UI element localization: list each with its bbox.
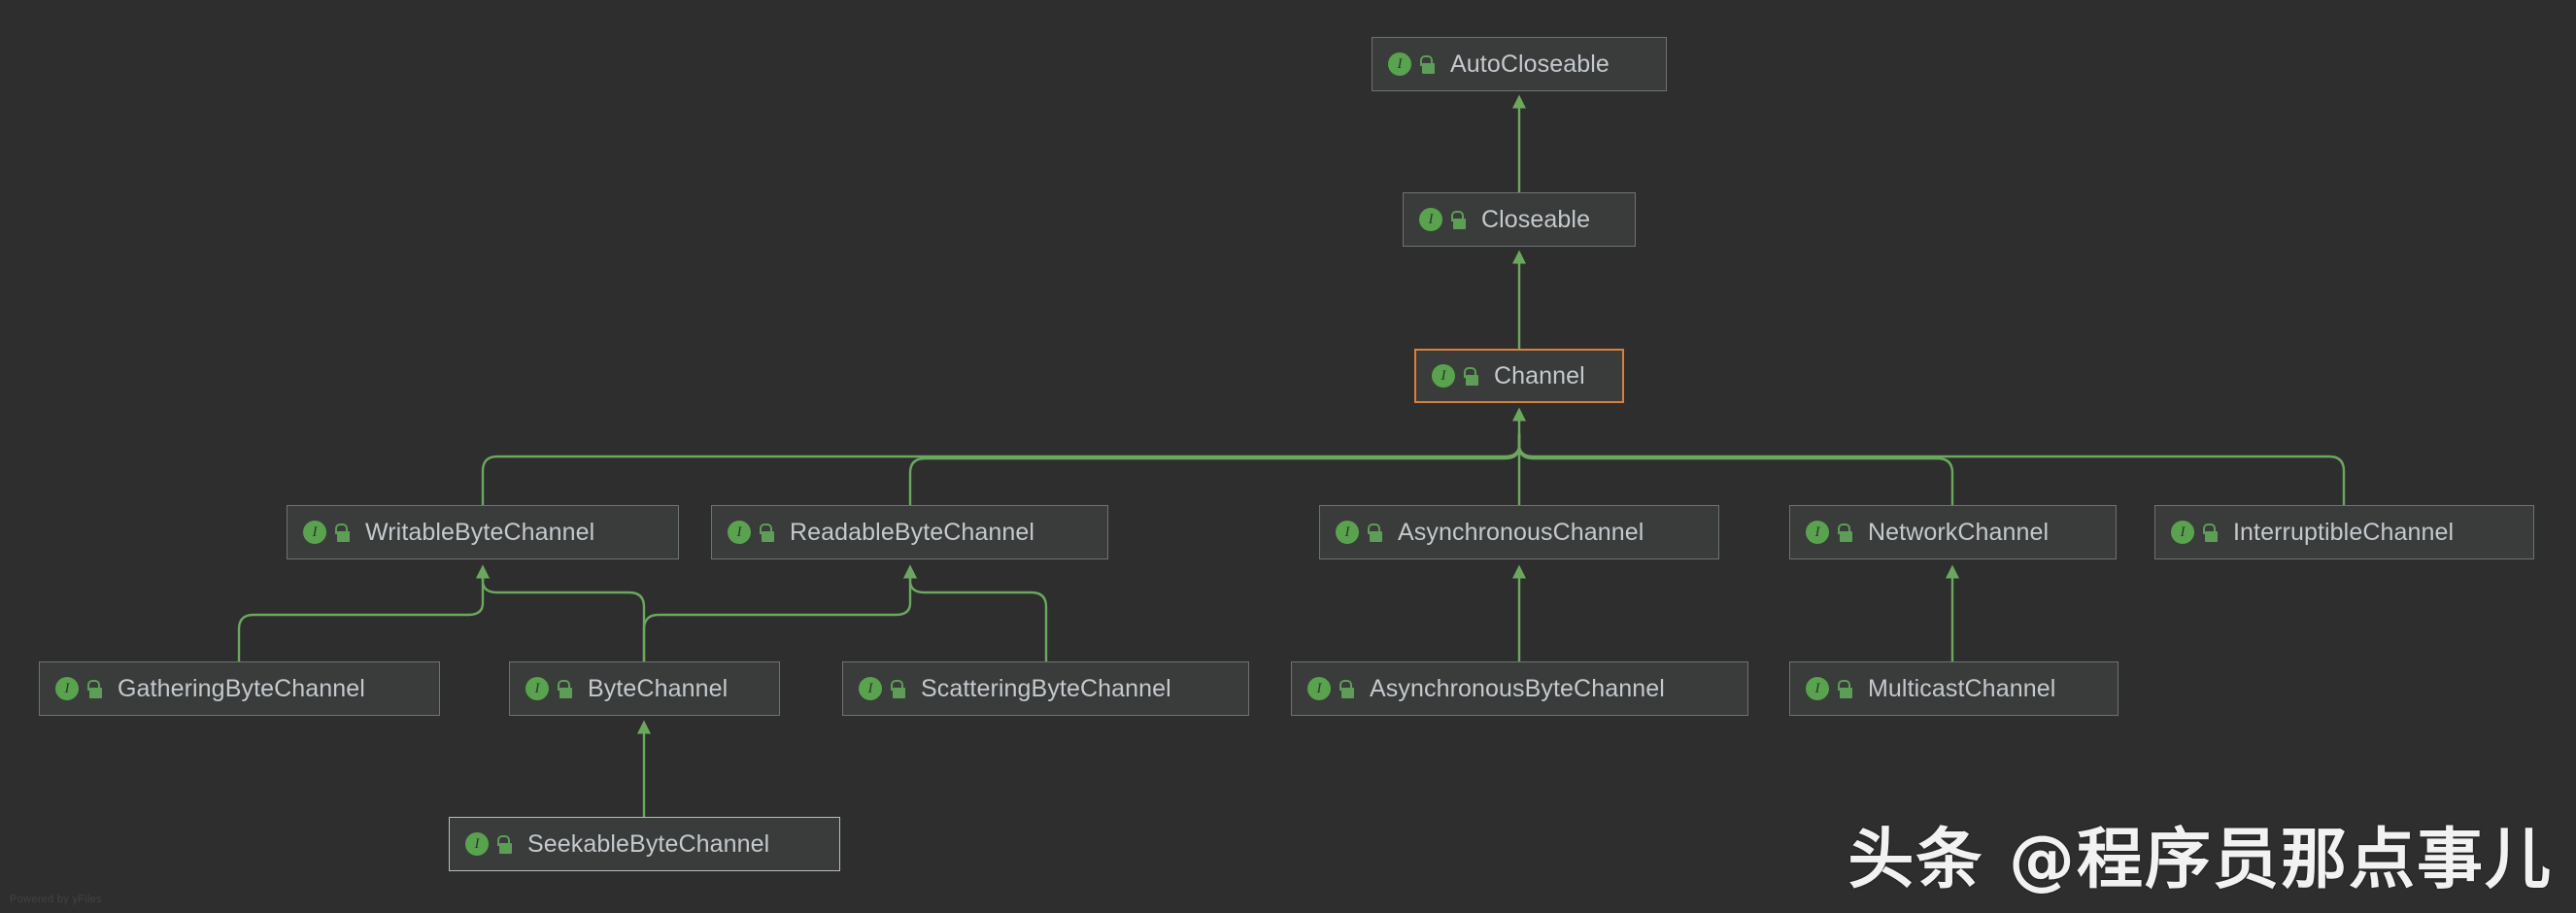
node-label: InterruptibleChannel <box>2233 518 2455 546</box>
node-label: Closeable <box>1481 205 1591 233</box>
node-label: Channel <box>1494 361 1585 389</box>
node-gatheringbytechannel[interactable]: I GatheringByteChannel <box>39 661 440 716</box>
node-icons: I <box>859 677 905 700</box>
interface-icon: I <box>859 677 882 700</box>
node-label: SeekableByteChannel <box>527 829 770 858</box>
node-autocloseable[interactable]: I AutoCloseable <box>1372 37 1667 91</box>
unlocked-padlock-icon <box>1338 679 1354 698</box>
node-label: NetworkChannel <box>1868 518 2050 546</box>
node-icons: I <box>1336 521 1382 544</box>
node-icons: I <box>303 521 350 544</box>
interface-icon: I <box>55 677 79 700</box>
node-icons: I <box>1388 52 1435 76</box>
unlocked-padlock-icon <box>1836 679 1852 698</box>
node-icons: I <box>525 677 572 700</box>
unlocked-padlock-icon <box>333 523 350 542</box>
node-readablebytechannel[interactable]: I ReadableByteChannel <box>711 505 1108 559</box>
node-label: ReadableByteChannel <box>790 518 1035 546</box>
interface-icon: I <box>1307 677 1331 700</box>
node-interruptiblechannel[interactable]: I InterruptibleChannel <box>2154 505 2534 559</box>
node-icons: I <box>1806 521 1852 544</box>
interface-icon: I <box>303 521 326 544</box>
interface-icon: I <box>1419 208 1442 231</box>
node-label: ScatteringByteChannel <box>921 674 1171 702</box>
node-channel[interactable]: I Channel <box>1414 349 1624 403</box>
unlocked-padlock-icon <box>495 834 512 854</box>
node-label: GatheringByteChannel <box>118 674 365 702</box>
unlocked-padlock-icon <box>1836 523 1852 542</box>
watermark-toutiao: 头条 @程序员那点事儿 <box>1847 822 2553 898</box>
unlocked-padlock-icon <box>758 523 774 542</box>
unlocked-padlock-icon <box>1449 210 1466 229</box>
node-seekablebytechannel[interactable]: I SeekableByteChannel <box>449 817 840 871</box>
interface-icon: I <box>525 677 549 700</box>
interface-icon: I <box>465 832 489 856</box>
node-asynchronouschannel[interactable]: I AsynchronousChannel <box>1319 505 1719 559</box>
node-bytechannel[interactable]: I ByteChannel <box>509 661 780 716</box>
unlocked-padlock-icon <box>2201 523 2218 542</box>
node-label: AsynchronousByteChannel <box>1370 674 1665 702</box>
node-icons: I <box>1432 364 1478 388</box>
interface-icon: I <box>1336 521 1359 544</box>
node-closeable[interactable]: I Closeable <box>1403 192 1636 247</box>
node-networkchannel[interactable]: I NetworkChannel <box>1789 505 2117 559</box>
node-writablebytechannel[interactable]: I WritableByteChannel <box>287 505 679 559</box>
unlocked-padlock-icon <box>556 679 572 698</box>
unlocked-padlock-icon <box>1366 523 1382 542</box>
interface-icon: I <box>1432 364 1455 388</box>
node-asynchronousbytechannel[interactable]: I AsynchronousByteChannel <box>1291 661 1748 716</box>
unlocked-padlock-icon <box>1462 366 1478 386</box>
watermark-yfiles: Powered by yFiles <box>10 894 102 905</box>
unlocked-padlock-icon <box>889 679 905 698</box>
interface-icon: I <box>1806 677 1829 700</box>
unlocked-padlock-icon <box>85 679 102 698</box>
node-icons: I <box>1806 677 1852 700</box>
unlocked-padlock-icon <box>1418 54 1435 74</box>
interface-icon: I <box>2171 521 2194 544</box>
node-scatteringbytechannel[interactable]: I ScatteringByteChannel <box>842 661 1249 716</box>
node-label: ByteChannel <box>588 674 729 702</box>
node-label: AsynchronousChannel <box>1398 518 1644 546</box>
node-label: WritableByteChannel <box>365 518 595 546</box>
node-icons: I <box>1307 677 1354 700</box>
node-icons: I <box>55 677 102 700</box>
node-icons: I <box>2171 521 2218 544</box>
interface-icon: I <box>1806 521 1829 544</box>
node-icons: I <box>728 521 774 544</box>
node-label: MulticastChannel <box>1868 674 2056 702</box>
interface-icon: I <box>1388 52 1411 76</box>
node-icons: I <box>465 832 512 856</box>
node-multicastchannel[interactable]: I MulticastChannel <box>1789 661 2118 716</box>
interface-icon: I <box>728 521 751 544</box>
node-label: AutoCloseable <box>1450 50 1610 78</box>
node-icons: I <box>1419 208 1466 231</box>
